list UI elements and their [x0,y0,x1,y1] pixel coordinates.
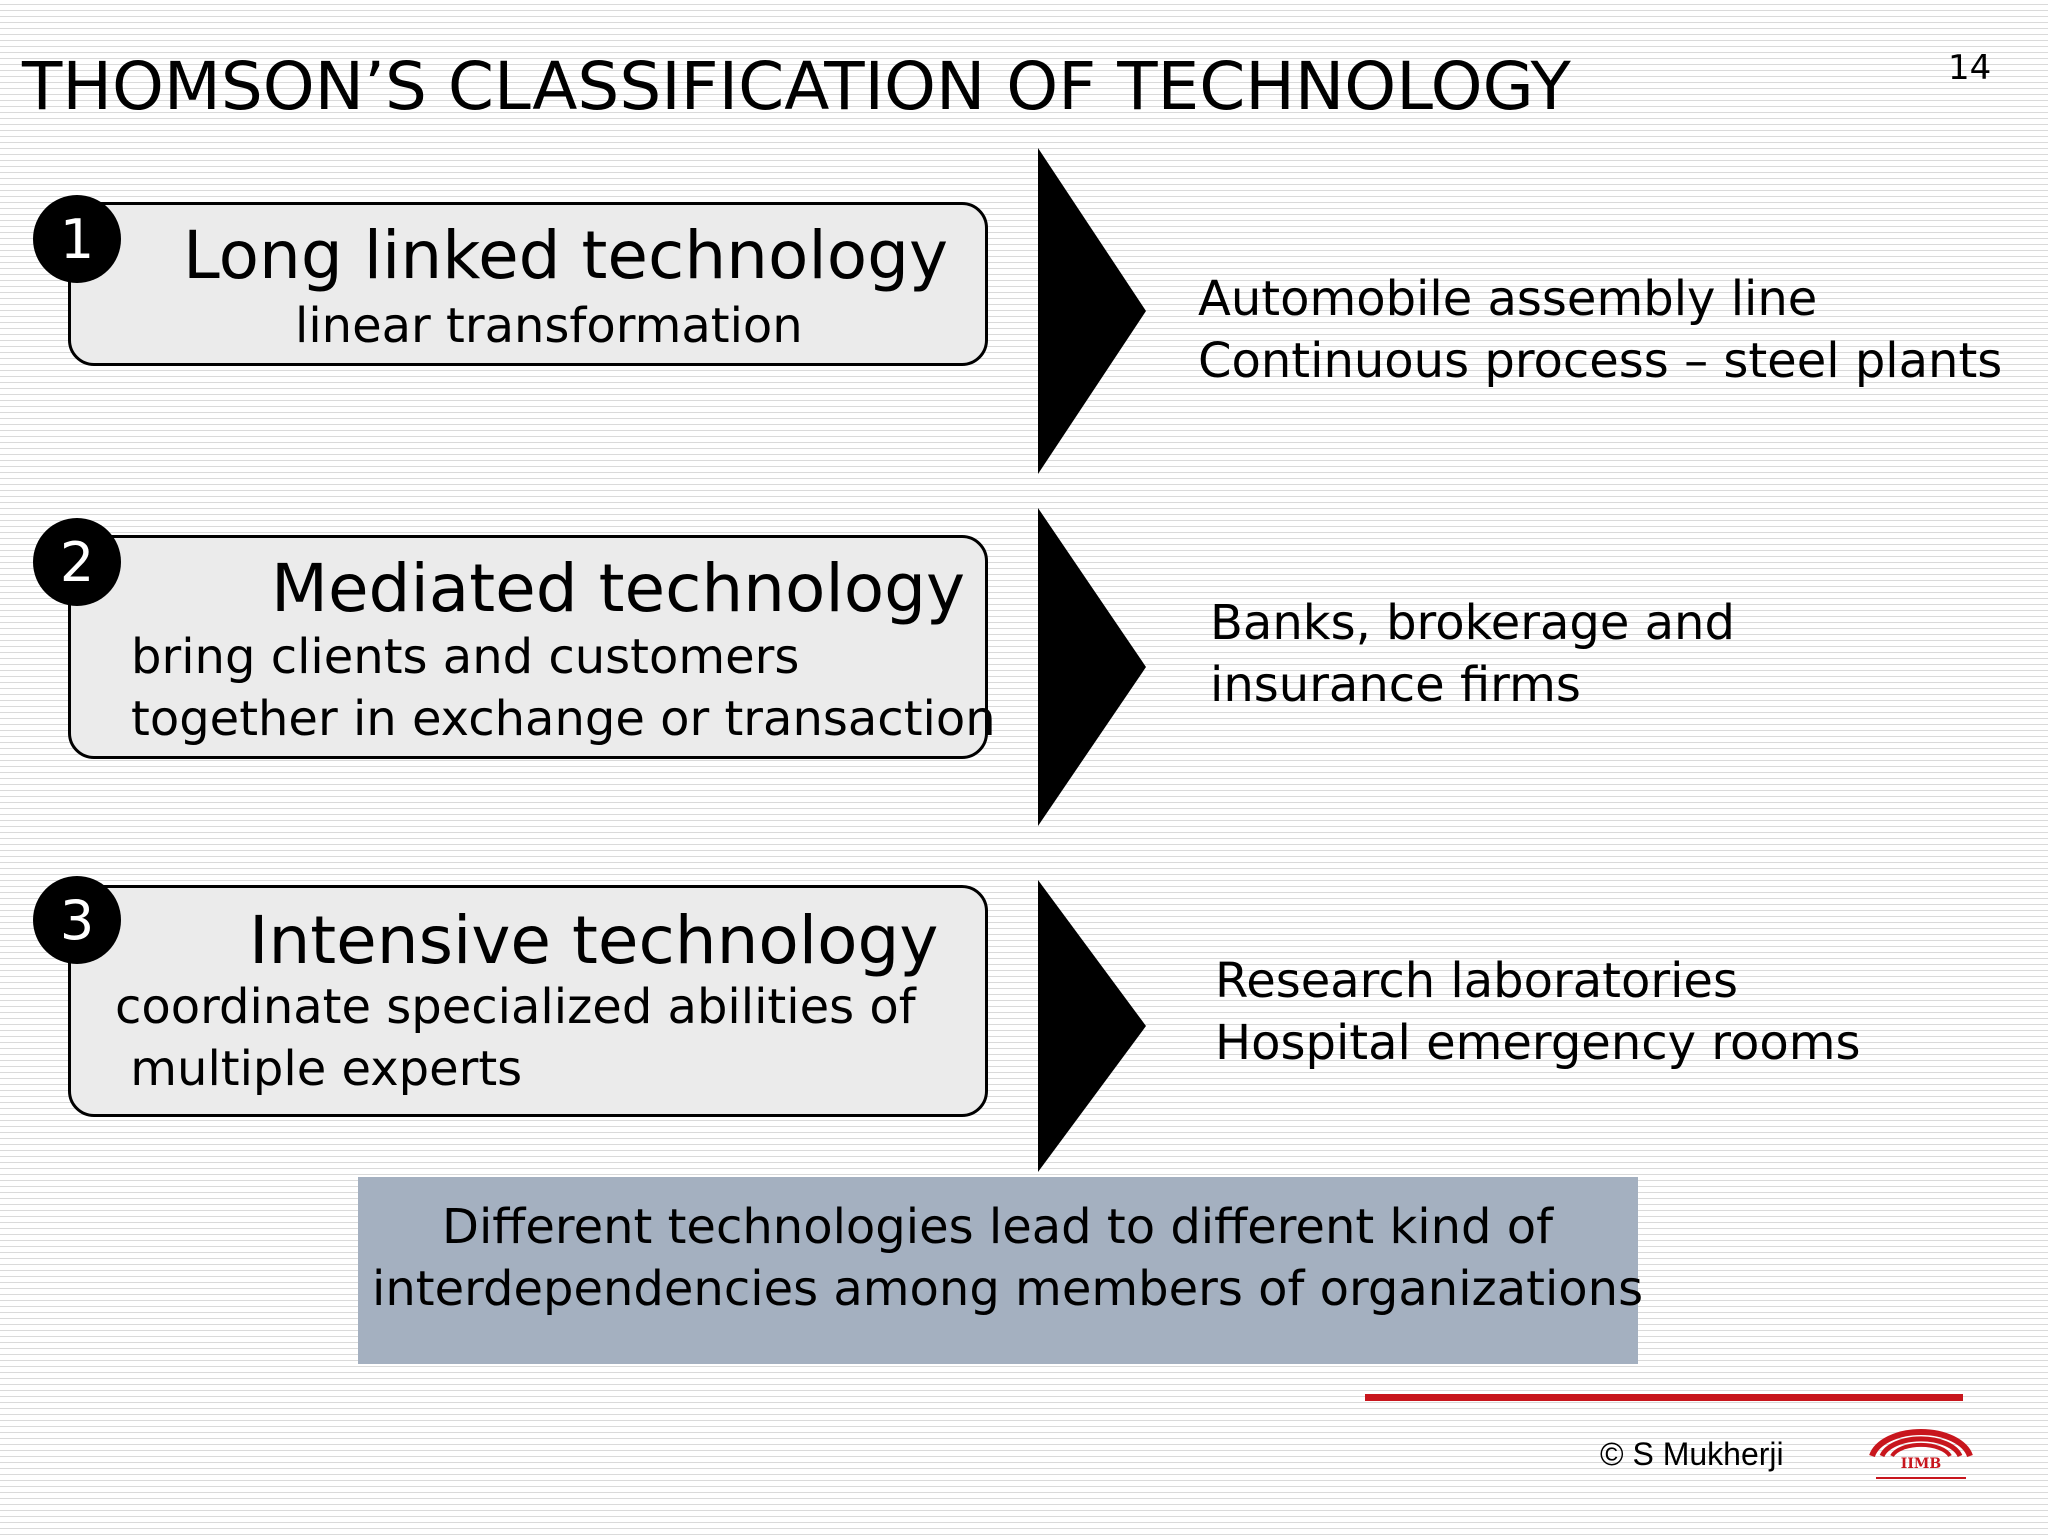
technology-box-1: Long linked technology linear transforma… [68,202,988,366]
example-1-line-2: Continuous process – steel plants [1198,333,2003,389]
example-3-line-1: Research laboratories [1215,953,1738,1009]
number-badge-2: 2 [33,518,121,606]
number-badge-3: 3 [33,876,121,964]
example-2-line-1: Banks, brokerage and [1210,595,1735,651]
technology-box-2: Mediated technology bring clients and cu… [68,535,996,759]
svg-text:IIMB: IIMB [1901,1456,1942,1472]
box-title-3: Intensive technology [249,902,939,979]
copyright-text: © S Mukherji [1600,1436,1784,1472]
summary-line-2: interdependencies among members of organ… [372,1261,1644,1317]
box-subtitle-2-line-1: bring clients and customers [131,629,800,685]
box-subtitle-1-line-1: linear transformation [295,298,803,354]
box-title-2: Mediated technology [271,550,966,627]
example-3-line-2: Hospital emergency rooms [1215,1015,1861,1071]
number-badge-1: 1 [33,195,121,283]
iimb-logo-icon: IIMB [1869,1428,1973,1479]
box-subtitle-3-line-2: multiple experts [115,1041,523,1097]
example-1-line-1: Automobile assembly line [1198,271,1818,327]
box-title-1: Long linked technology [183,217,949,294]
technology-box-3: Intensive technology coordinate speciali… [68,885,988,1117]
summary-box: Different technologies lead to different… [358,1177,1643,1364]
slide-title: THOMSON’S CLASSIFICATION OF TECHNOLOGY [22,48,1571,125]
page-number: 14 [1948,48,1992,88]
footer-divider [1365,1394,1963,1401]
chevron-arrow-icon-3 [1038,880,1146,1172]
summary-line-1: Different technologies lead to different… [442,1199,1553,1255]
box-subtitle-2-line-2: together in exchange or transaction [131,691,996,747]
example-2-line-2: insurance firms [1210,657,1581,713]
chevron-arrow-icon-1 [1038,148,1146,474]
box-subtitle-3-line-1: coordinate specialized abilities of [115,979,916,1035]
chevron-arrow-icon-2 [1038,508,1146,826]
